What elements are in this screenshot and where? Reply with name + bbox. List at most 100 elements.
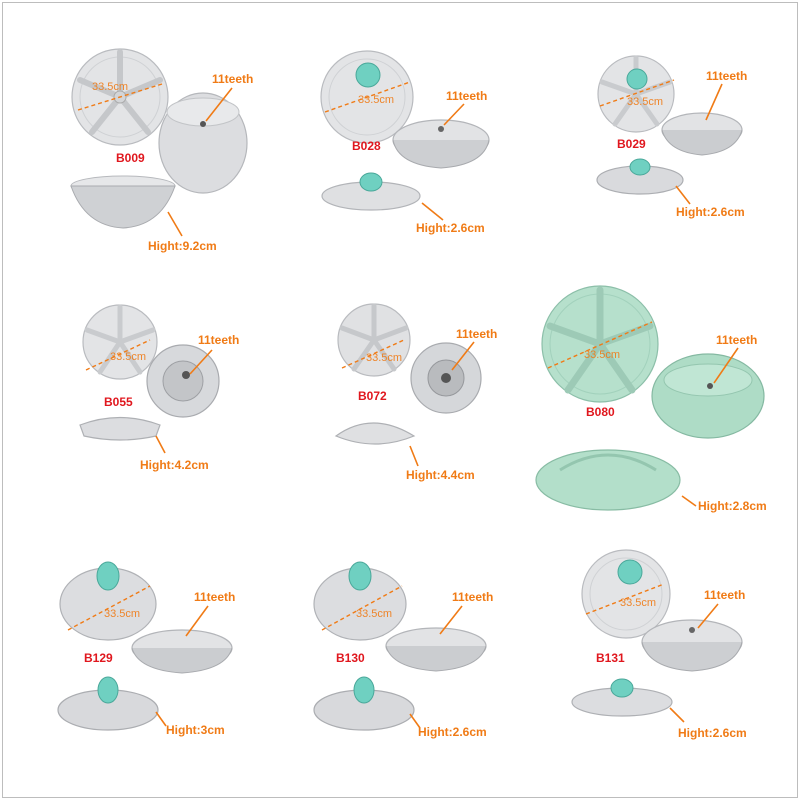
b029-height-arrow xyxy=(675,185,691,205)
b130-diameter-label: 33.5cm xyxy=(356,608,393,620)
b129-angled-view xyxy=(131,629,233,674)
b080-height-arrow xyxy=(681,495,697,507)
b028-height-arrow xyxy=(421,202,444,221)
b009-diameter-line xyxy=(77,83,163,111)
b131-code-label: B131 xyxy=(596,651,625,665)
b055-side-view xyxy=(79,416,161,441)
b129-teeth-arrow xyxy=(185,605,209,637)
b130-teeth-arrow xyxy=(439,605,463,635)
b009-teeth-arrow xyxy=(205,87,233,122)
b028-angled-view xyxy=(392,119,490,169)
b055-height-arrow xyxy=(155,435,166,454)
b072-code-label: B072 xyxy=(358,389,387,403)
b009-diameter-label: 33.5cm xyxy=(92,81,129,93)
b072-teeth-label: 11teeth xyxy=(456,327,498,341)
b072-diameter-line xyxy=(341,339,405,369)
b129-height-arrow xyxy=(155,711,167,727)
b072-height-arrow xyxy=(409,445,419,467)
b129-diameter-label: 33.5cm xyxy=(104,608,141,620)
b131-height-arrow xyxy=(669,707,685,723)
b029-teeth-arrow xyxy=(705,83,723,121)
b028-diameter-label: 33.5cm xyxy=(358,94,395,106)
b130-code-label: B130 xyxy=(336,651,365,665)
b029-side-view xyxy=(596,158,684,195)
b055-diameter-line xyxy=(85,339,151,371)
b009-code-label: B009 xyxy=(116,151,145,165)
b009-teeth-label: 11teeth xyxy=(212,72,254,86)
b029-angled-view xyxy=(661,112,743,156)
b131-teeth-label: 11teeth xyxy=(704,588,746,602)
b080-diameter-label: 33.5cm xyxy=(584,349,621,361)
b080-teeth-label: 11teeth xyxy=(716,333,758,347)
b129-code-label: B129 xyxy=(84,651,113,665)
b072-side-view xyxy=(334,422,416,445)
b129-height-label: Hight:3cm xyxy=(166,723,225,737)
b029-diameter-line xyxy=(599,79,675,107)
b072-teeth-arrow xyxy=(451,341,475,371)
b028-height-label: Hight:2.6cm xyxy=(416,221,485,235)
b130-angled-view xyxy=(385,627,487,672)
b009-side-view xyxy=(70,175,176,229)
b130-diameter-line xyxy=(321,585,403,631)
b129-diameter-line xyxy=(67,585,151,631)
b055-code-label: B055 xyxy=(104,395,133,409)
b130-teeth-label: 11teeth xyxy=(452,590,494,604)
b009-angled-view xyxy=(158,92,248,194)
b029-height-label: Hight:2.6cm xyxy=(676,205,745,219)
b072-angled-view xyxy=(410,342,482,414)
b080-side-view xyxy=(535,449,681,511)
b009-height-label: Hight:9.2cm xyxy=(148,239,217,253)
b131-angled-view xyxy=(641,619,743,672)
b055-top-view xyxy=(82,304,158,380)
b080-height-label: Hight:2.8cm xyxy=(698,499,767,513)
b055-teeth-arrow xyxy=(189,349,213,375)
b072-diameter-label: 33.5cm xyxy=(366,352,403,364)
b028-side-view xyxy=(321,172,421,211)
b055-teeth-label: 11teeth xyxy=(198,333,240,347)
b080-angled-view xyxy=(651,353,765,439)
b055-height-label: Hight:4.2cm xyxy=(140,458,209,472)
b130-height-arrow xyxy=(409,713,421,729)
b130-side-view xyxy=(313,676,415,731)
b080-teeth-arrow xyxy=(713,347,739,384)
b028-teeth-arrow xyxy=(443,103,465,126)
b028-diameter-line xyxy=(324,81,411,113)
b072-top-view xyxy=(337,303,411,377)
b129-teeth-label: 11teeth xyxy=(194,590,236,604)
b009-height-arrow xyxy=(167,211,183,237)
b080-top-view xyxy=(541,285,659,403)
b129-side-view xyxy=(57,676,159,731)
b080-code-label: B080 xyxy=(586,405,615,419)
b080-diameter-line xyxy=(547,321,653,369)
b131-teeth-arrow xyxy=(697,603,719,629)
b131-top-view xyxy=(581,549,671,639)
b131-height-label: Hight:2.6cm xyxy=(678,726,747,740)
b029-diameter-label: 33.5cm xyxy=(627,96,664,108)
b028-teeth-label: 11teeth xyxy=(446,89,488,103)
b028-code-label: B028 xyxy=(352,139,381,153)
b131-side-view xyxy=(571,678,673,717)
b072-height-label: Hight:4.4cm xyxy=(406,468,475,482)
b131-diameter-label: 33.5cm xyxy=(620,597,657,609)
b055-diameter-label: 33.5cm xyxy=(110,351,147,363)
